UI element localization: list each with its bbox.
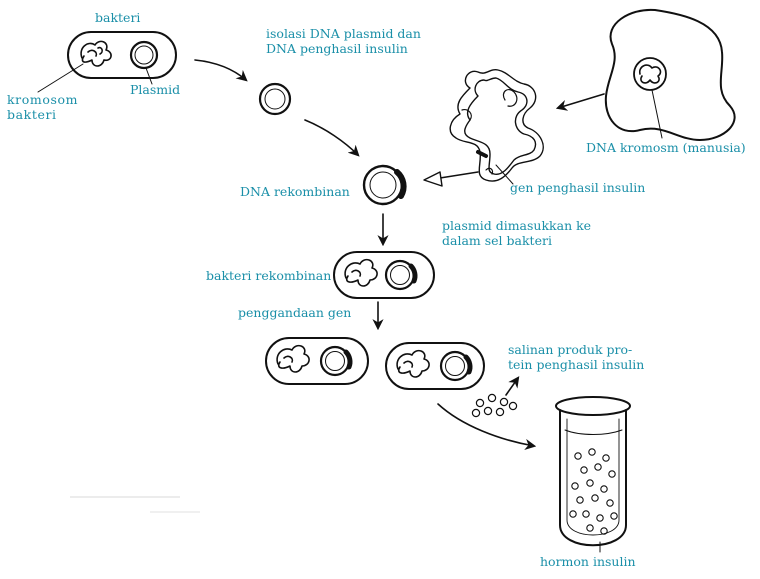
bacterium-daughter-1 [265, 337, 369, 385]
arrow-gene-to-plasmid [439, 171, 479, 179]
label-isolasi: isolasi DNA plasmid dan DNA penghasil in… [266, 26, 421, 56]
isolated-plasmid [258, 82, 292, 116]
bacterium-original [67, 31, 177, 79]
human-cell [604, 8, 736, 141]
bacterial-chromosome [80, 40, 112, 67]
label-gen-penghasil-insulin: gen penghasil insulin [510, 180, 646, 195]
human-dna-strand [449, 68, 544, 182]
plasmid-original [129, 40, 159, 70]
label-salinan-produk: salinan produk pro- tein penghasil insul… [508, 342, 645, 372]
arrow-to-recombinant [304, 119, 360, 157]
bacterium-daughter-2 [385, 342, 485, 390]
arrow-cell-to-dna [555, 93, 605, 111]
test-tube [555, 396, 631, 547]
insulin-protein-particles [471, 393, 518, 418]
human-nucleus [633, 57, 667, 91]
label-hormon-insulin: hormon insulin [540, 554, 636, 569]
label-plasmid-dimasukkan: plasmid dimasukkan ke dalam sel bakteri [442, 218, 592, 248]
label-bakteri-rekombinan: bakteri rekombinan [206, 268, 332, 283]
label-kromosom-bakteri: kromosom bakteri [7, 92, 79, 122]
bacterium-recombinant [333, 251, 435, 299]
arrow-to-test-tube [437, 403, 537, 450]
arrow-to-protein [505, 376, 520, 396]
insulin-hormone-dots [569, 448, 618, 535]
arrow-to-isolated-plasmid [194, 59, 248, 82]
label-penggandaan-gen: penggandaan gen [238, 305, 352, 320]
recombinant-plasmid [362, 164, 407, 206]
label-dna-rekombinan: DNA rekombinan [240, 184, 350, 199]
label-plasmid: Plasmid [130, 82, 181, 97]
label-dna-kromosom-manusia: DNA kromosm (manusia) [586, 140, 746, 155]
label-bakteri: bakteri [95, 10, 141, 25]
